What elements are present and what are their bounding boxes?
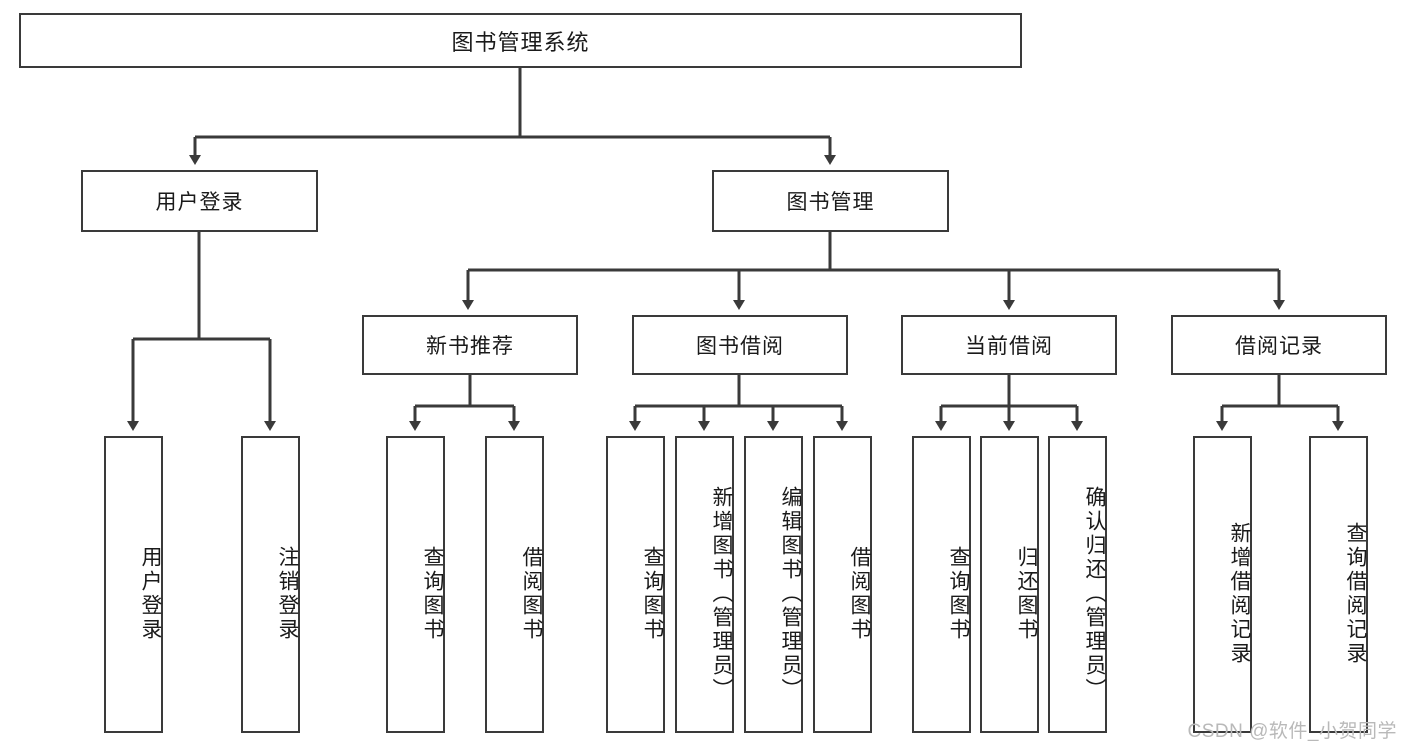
node-borrow-record[interactable]: 借阅记录 [1171,315,1387,375]
leaf-current-borrow-return-book[interactable]: 归还图书 [980,436,1039,733]
leaf-user-login-logout[interactable]: 注销登录 [241,436,300,733]
node-label: 查询图书 [947,545,970,642]
node-label: 注销登录 [276,545,299,642]
node-label: 归还图书 [1015,545,1038,642]
node-label: 查询借阅记录 [1344,521,1367,666]
node-label: 查询图书 [641,545,664,642]
node-book-borrow[interactable]: 图书借阅 [632,315,848,375]
node-label: 借阅图书 [520,545,543,642]
leaf-book-borrow-add-book-admin[interactable]: 新增图书（管理员） [675,436,734,733]
node-label: 新增借阅记录 [1228,521,1251,666]
node-label: 借阅记录 [1235,335,1323,358]
node-label: 新书推荐 [426,335,514,358]
leaf-book-borrow-edit-book-admin[interactable]: 编辑图书（管理员） [744,436,803,733]
leaf-borrow-record-add-record[interactable]: 新增借阅记录 [1193,436,1252,733]
node-label: 查询图书 [421,545,444,642]
node-label: 图书借阅 [696,335,784,358]
node-label: 用户登录 [155,191,244,214]
leaf-current-borrow-confirm-return-admin[interactable]: 确认归还（管理员） [1048,436,1107,733]
node-current-borrow[interactable]: 当前借阅 [901,315,1117,375]
node-root-book-management-system[interactable]: 图书管理系统 [19,13,1022,68]
node-label: 用户登录 [139,545,162,642]
node-label: 新增图书（管理员） [710,485,733,702]
node-label: 当前借阅 [965,335,1053,358]
node-book-management[interactable]: 图书管理 [712,170,949,232]
node-label: 编辑图书（管理员） [779,485,802,702]
leaf-new-book-borrow-book[interactable]: 借阅图书 [485,436,544,733]
csdn-watermark: CSDN @软件_小贺同学 [1187,721,1397,742]
leaf-new-book-query-book[interactable]: 查询图书 [386,436,445,733]
node-new-book-recommend[interactable]: 新书推荐 [362,315,578,375]
node-label: 图书管理 [786,191,875,214]
node-label: 图书管理系统 [451,29,590,55]
leaf-book-borrow-query-book[interactable]: 查询图书 [606,436,665,733]
leaf-current-borrow-query-book[interactable]: 查询图书 [912,436,971,733]
leaf-book-borrow-borrow-book[interactable]: 借阅图书 [813,436,872,733]
node-user-login[interactable]: 用户登录 [81,170,318,232]
node-label: 借阅图书 [848,545,871,642]
leaf-user-login-login[interactable]: 用户登录 [104,436,163,733]
node-label: 确认归还（管理员） [1083,485,1106,702]
leaf-borrow-record-query-record[interactable]: 查询借阅记录 [1309,436,1368,733]
